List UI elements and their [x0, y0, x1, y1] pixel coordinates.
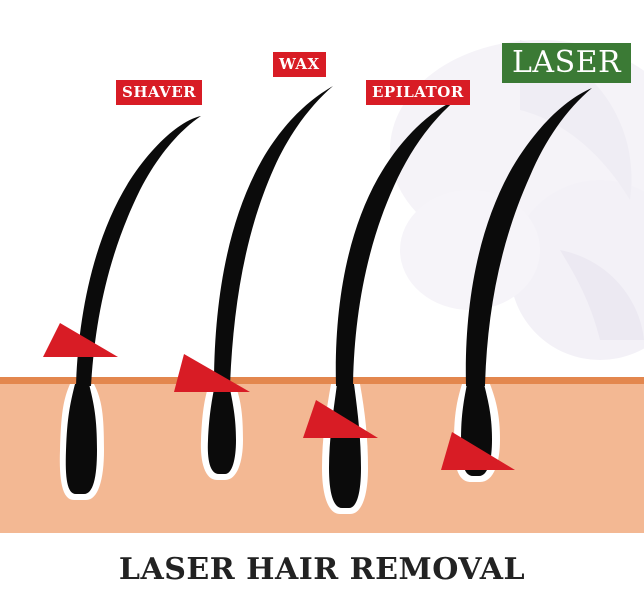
title-band-background — [0, 533, 644, 594]
wax-cut-marker — [174, 354, 250, 392]
shaver-cut-marker — [43, 323, 118, 357]
hair-wax — [200, 86, 333, 480]
wax-label: WAX — [273, 52, 326, 77]
skin-surface-line — [0, 377, 644, 384]
page-title: LASER HAIR REMOVAL — [118, 552, 526, 587]
epilator-label: EPILATOR — [366, 80, 470, 105]
laser-target-marker — [441, 432, 515, 470]
laser-label: LASER — [502, 43, 632, 83]
hair-shaver — [59, 116, 201, 500]
epilator-cut-marker — [303, 400, 378, 438]
hair-epilator — [322, 100, 456, 514]
shaver-label: SHAVER — [116, 80, 203, 105]
